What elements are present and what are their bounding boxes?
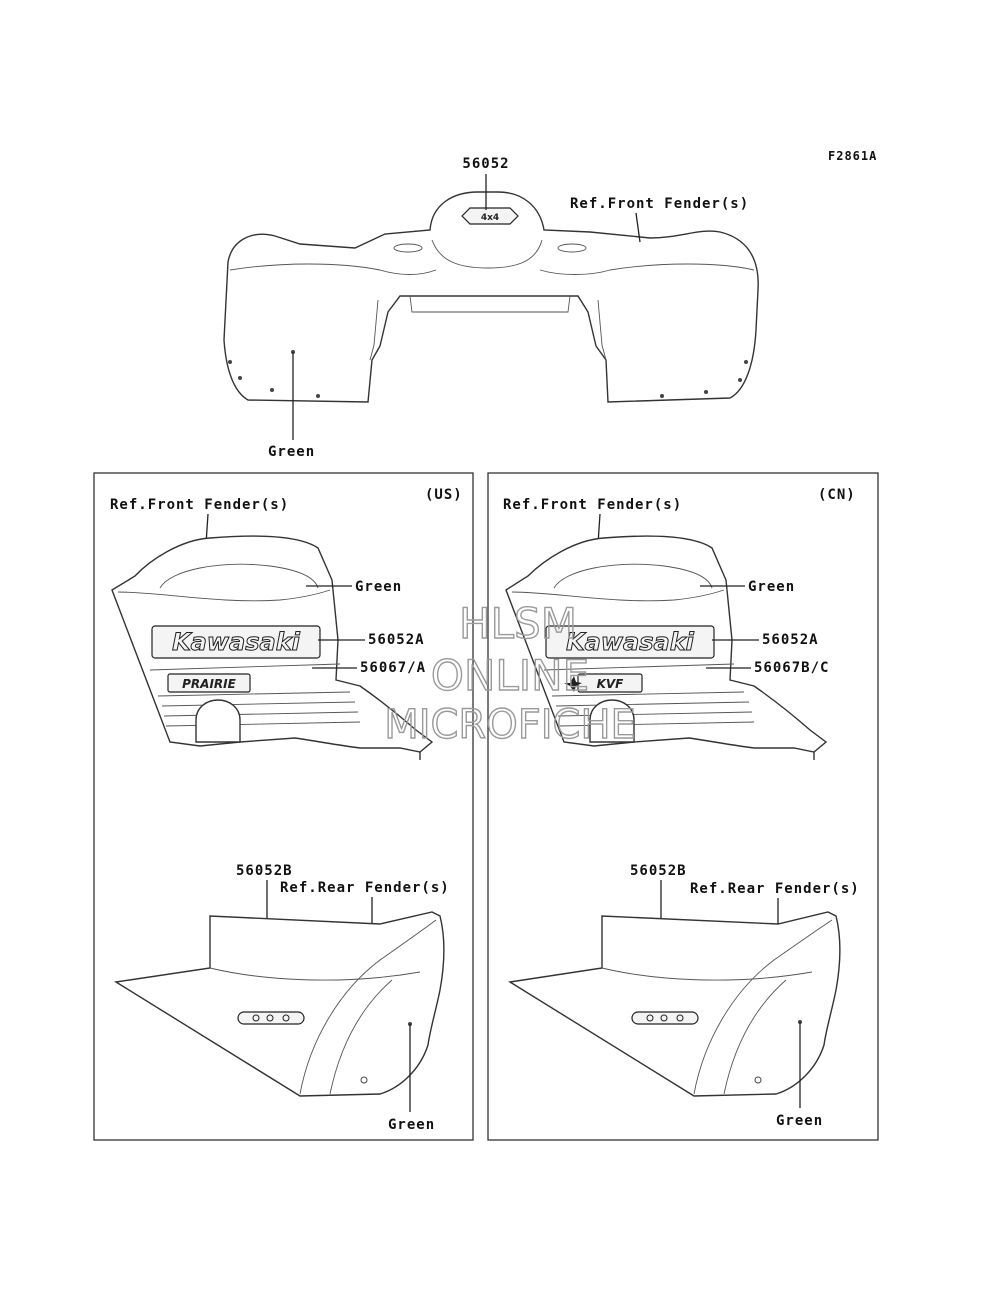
cn-color-front: Green [748,579,795,595]
panel-us-content: (US) Ref.Front Fender(s) Kawasaki PRAIRI… [110,487,463,1133]
panel-cn [487,472,879,1141]
maple-leaf-icon [564,676,582,692]
cn-brand-text: Kawasaki [566,628,695,656]
figure-id: F2861A [828,149,877,163]
region-us: (US) [425,487,463,503]
us-ref-rear-fender-label: Ref.Rear Fender(s) [280,880,450,896]
us-model-decal [167,673,251,693]
watermark-line2: ONLINE [431,651,589,700]
cn-ref-front-fender-label: Ref.Front Fender(s) [503,497,682,513]
cn-color-rear: Green [776,1113,823,1129]
us-part-56052B: 56052B [236,863,293,879]
panel-us [93,472,474,1141]
watermark-line1: HLSM [459,599,577,648]
cn-part-side-decal: 56067B/C [754,660,829,676]
cn-part-56052B: 56052B [630,863,687,879]
us-color-rear: Green [388,1117,435,1133]
watermark-line3: MICROFICHE [384,702,636,748]
us-brand-text: Kawasaki [172,628,301,656]
color-label-green: Green [268,444,315,460]
decal-4x4-text: 4x4 [481,213,499,223]
us-model-text: PRAIRIE [182,677,236,691]
cn-ref-rear-fender-label: Ref.Rear Fender(s) [690,881,860,897]
ref-front-fender-label: Ref.Front Fender(s) [570,196,749,212]
us-ref-front-fender-label: Ref.Front Fender(s) [110,497,289,513]
us-color-front: Green [355,579,402,595]
cn-kawasaki-decal [545,625,715,659]
panel-cn-content: (CN) Ref.Front Fender(s) Kawasaki KVF Gr… [503,487,860,1129]
front-fender-top-view: 4x4 [223,191,759,403]
us-kawasaki-decal [151,625,321,659]
region-cn: (CN) [818,487,856,503]
cn-model-text: KVF [597,677,625,691]
cn-part-56052A: 56052A [762,632,819,648]
us-part-56052A: 56052A [368,632,425,648]
part-number-56052: 56052 [462,156,509,172]
watermark: HLSM ONLINE MICROFICHE [383,598,636,748]
us-part-side-decal: 56067/A [360,660,426,676]
